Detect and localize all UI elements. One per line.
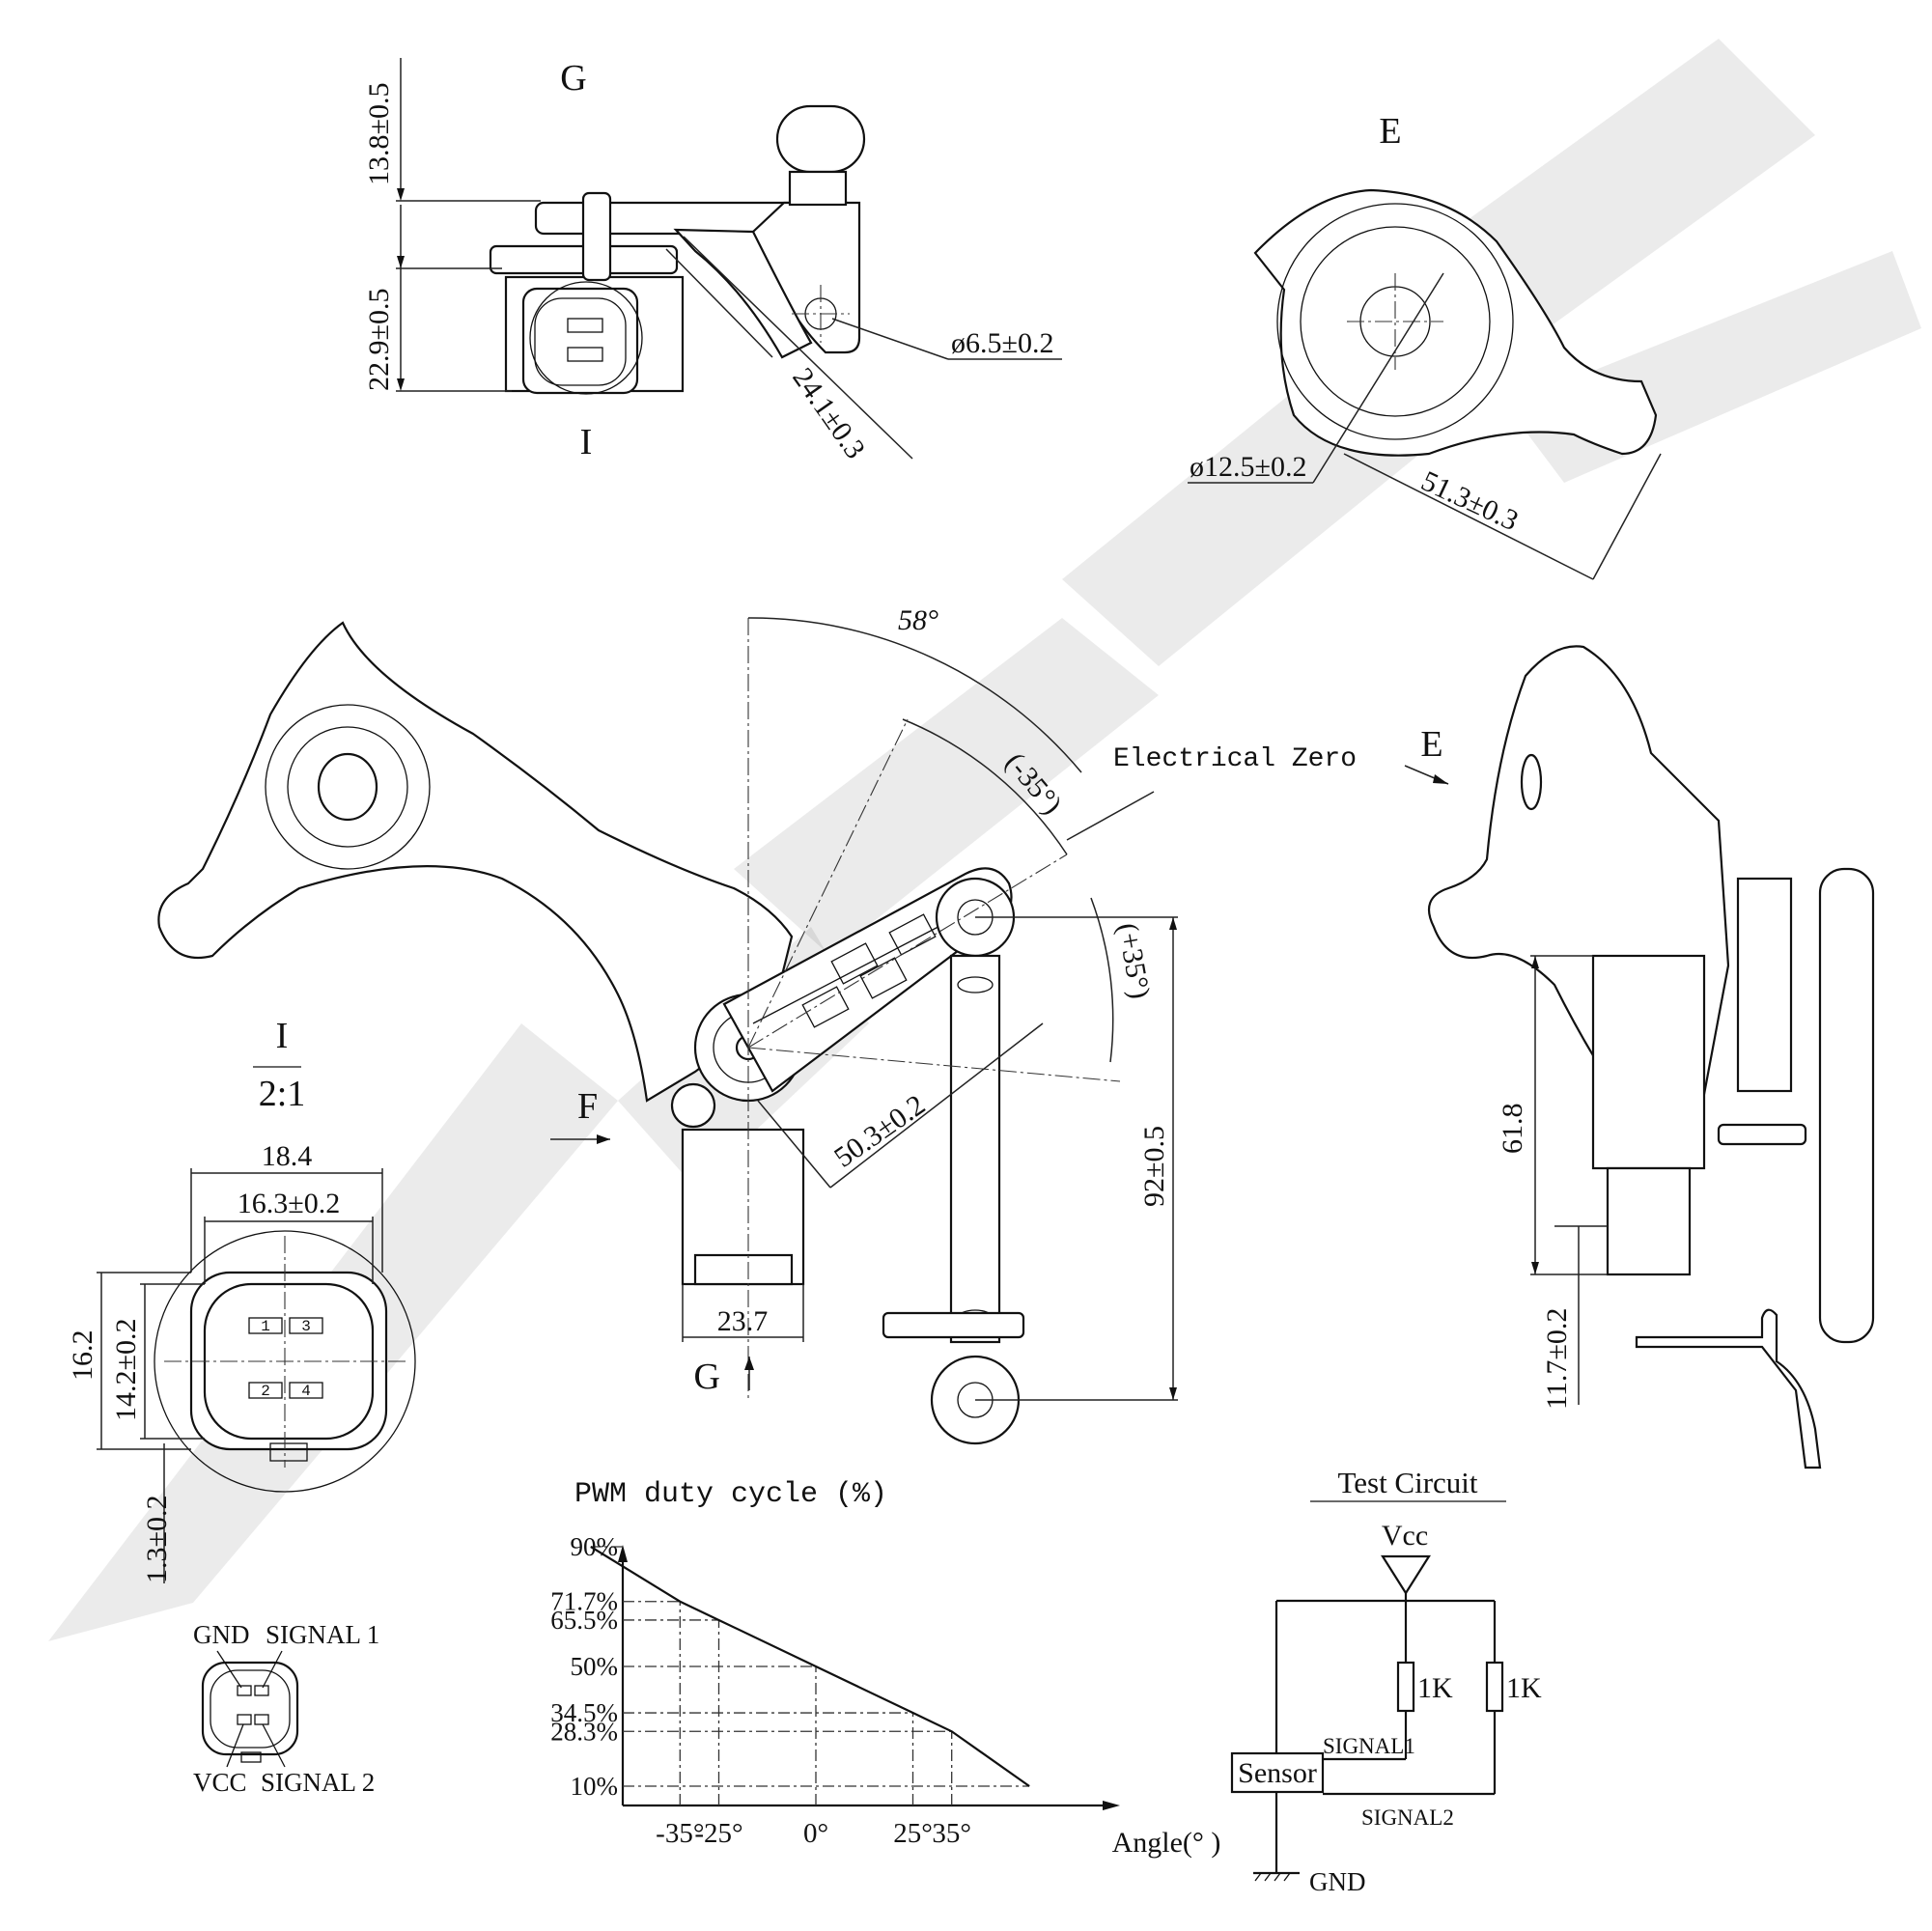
pwm-chart: PWM duty cycle (%) Angle(° ) 90% 71.7%65.… [550,1478,1220,1859]
pin-label-signal1: SIGNAL 1 [266,1620,379,1649]
dim-50-3: 50.3±0.2 [828,1089,931,1174]
arrow-f-label: F [577,1086,598,1127]
watermark [48,39,1921,1641]
chart-y-tick-label: 34.5% [550,1698,618,1727]
pin-1: 1 [261,1318,270,1335]
pinout-connector [201,1661,299,1756]
link-rod [949,954,1001,1344]
chart-y-tick-label: 50% [571,1652,619,1681]
dim-23-7: 23.7 [717,1305,769,1337]
detail-i-label: I [276,1016,289,1056]
r2-label: 1K [1506,1672,1542,1704]
chart-y-tick-label: 90% [571,1532,619,1561]
detail-circle [154,1230,416,1493]
dim-22-9: 22.9±0.5 [363,289,395,391]
section-i-label: I [580,422,593,462]
side-link-rod [1818,867,1875,1344]
arrow-g-label: G [694,1357,720,1397]
gnd-label: GND [1309,1867,1366,1896]
vcc-label: Vcc [1382,1520,1428,1552]
test-circuit: Test Circuit Vcc 1K 1K Sensor SIGNAL1 SI… [1230,1466,1542,1896]
dim-51-3: 51.3±0.3 [1416,464,1523,537]
connector-outline [521,287,639,395]
dim-61-8: 61.8 [1497,1104,1528,1155]
dim-shaft-dia: ø12.5±0.2 [1190,451,1306,483]
dim-16-3: 16.3±0.2 [238,1188,340,1219]
chart-x-label: Angle(° ) [1112,1827,1221,1859]
sensor-lever [157,621,794,1103]
view-g-label: G [560,58,586,98]
angle-58: 58° [898,604,938,636]
chart-x-tick-label: 25° [893,1818,933,1849]
chart-x-tick-label: -35° [656,1818,704,1849]
dim-14-2: 14.2±0.2 [110,1319,142,1421]
dim-16-2: 16.2 [67,1330,98,1382]
dim-11-7: 11.7±0.2 [1541,1308,1573,1410]
dim-1-3: 1.3±0.2 [141,1496,173,1583]
sensor-label: Sensor [1238,1757,1317,1789]
chart-y-tick-label: 65.5% [550,1606,618,1635]
pin-2: 2 [261,1383,270,1400]
dim-hole-dia: ø6.5±0.2 [951,327,1053,359]
dim-13-8: 13.8±0.5 [363,83,395,185]
angle-pos-35: (+35°) [1111,920,1156,1000]
lever-pivot-hole [317,752,378,822]
circuit-title: Test Circuit [1337,1466,1477,1499]
duty-cycle-line [590,1546,1030,1787]
vcc-symbol [1381,1554,1431,1596]
dim-18-4: 18.4 [262,1140,313,1172]
resistor-r2 [1485,1661,1504,1713]
torx-screw [670,1082,716,1129]
arrow-e-label: E [1420,724,1442,765]
ball-joint [775,104,866,174]
chart-x-tick-label: 35° [932,1818,971,1849]
chart-title: PWM duty cycle (%) [574,1478,887,1511]
view-side: E 61.8 11.7±0.2 [1404,645,1875,1469]
detail-i-connector: I 2:1 1 3 2 4 18.4 16.3±0.2 16.2 14.2±0.… [67,1016,416,1583]
view-g-top-view: G 13.8±0.5 22.9±0.5 ø6.5±0.2 [363,58,1062,464]
electrical-zero-label: Electrical Zero [1113,744,1357,774]
pin-label-gnd: GND [193,1620,250,1649]
signal1-label: SIGNAL1 [1323,1734,1415,1758]
signal2-label: SIGNAL2 [1361,1805,1454,1830]
detail-i-scale: 2:1 [259,1074,306,1114]
dim-92: 92±0.5 [1138,1126,1170,1207]
resistor-r1 [1396,1661,1415,1713]
lever-plate [1253,188,1658,457]
pin-label-signal2: SIGNAL 2 [261,1768,375,1797]
sensor-box [1230,1751,1325,1794]
pin-4: 4 [301,1383,311,1400]
chart-x-tick-label: -25° [694,1818,742,1849]
pinout-diagram: GND SIGNAL 1 VCC SIGNAL 2 [193,1620,379,1797]
r1-label: 1K [1417,1672,1453,1704]
side-housing [1591,954,1706,1170]
view-e-label: E [1379,111,1401,152]
chart-y-tick-label: 71.7% [550,1587,618,1616]
pin-3: 3 [301,1318,311,1335]
chart-x-tick-label: 0° [803,1818,828,1849]
chart-y-tick-label: 28.3% [550,1717,618,1746]
pin-label-vcc: VCC [193,1768,247,1797]
view-e: E ø12.5±0.2 51.3±0.3 [1188,111,1662,580]
chart-y-tick-label: 10% [571,1772,619,1801]
